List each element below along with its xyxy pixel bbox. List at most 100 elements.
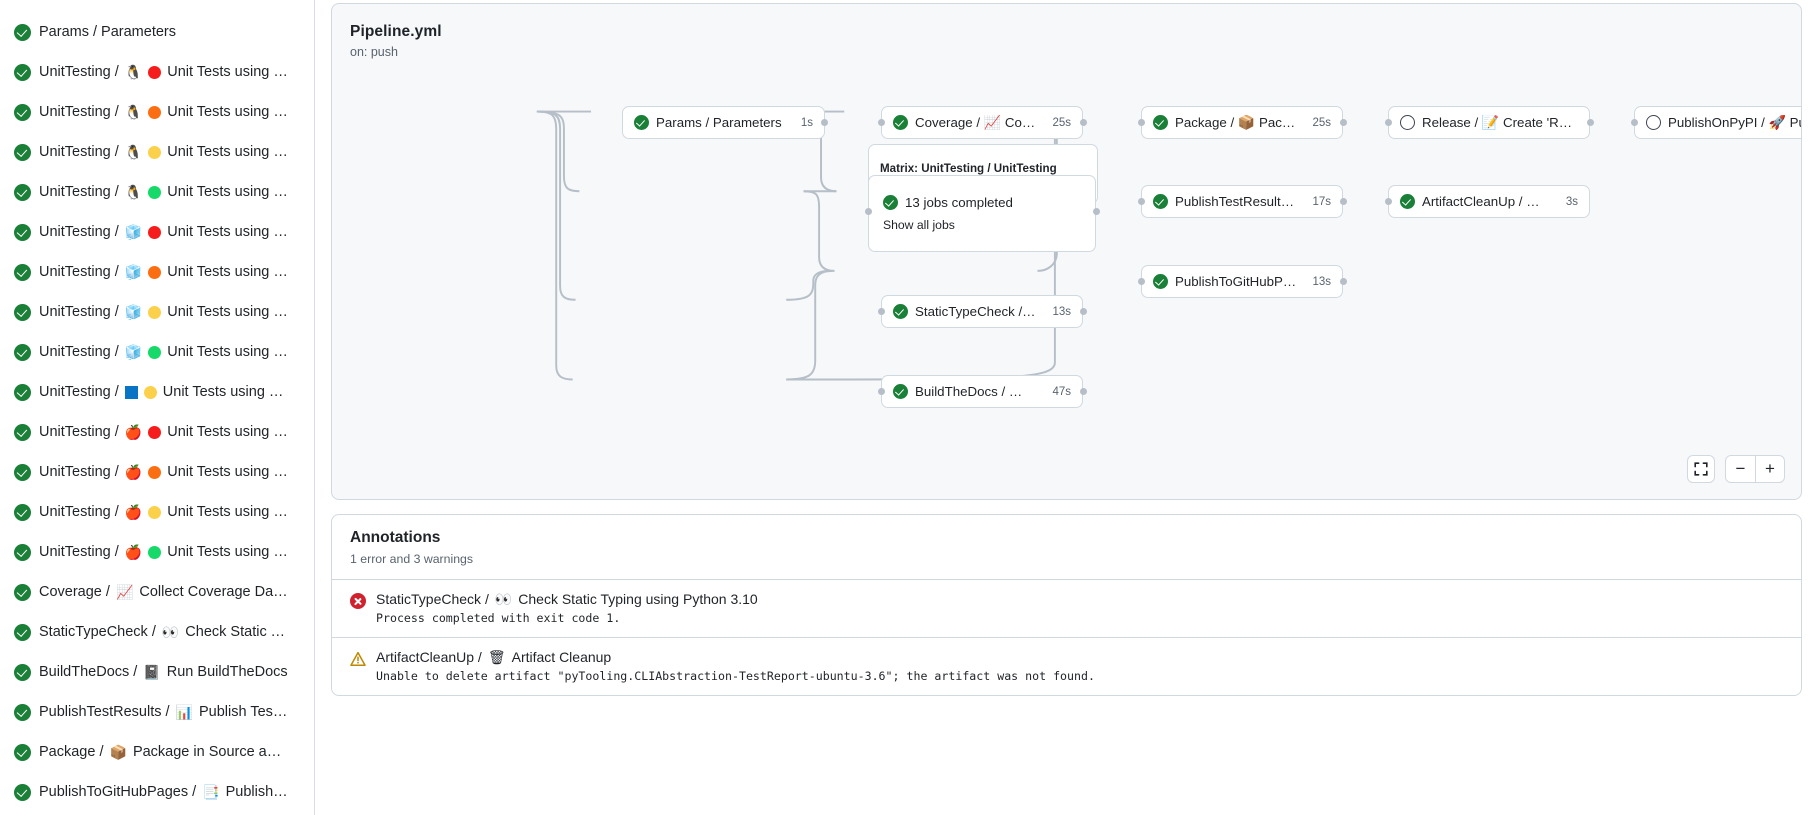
node-publishtestresults-in-pin	[1138, 198, 1145, 205]
platform-icon: 🧊	[124, 264, 143, 280]
sidebar-job-item[interactable]: PublishToGitHubPages / 📑Publish to G...	[4, 772, 310, 812]
python-version-dot-icon	[143, 385, 157, 399]
error-icon	[350, 593, 366, 609]
sidebar-job-name: Run BuildTheDocs	[166, 664, 288, 680]
node-statictypecheck-in-pin	[878, 308, 885, 315]
status-success-icon	[14, 63, 31, 81]
node-statictypecheck[interactable]: StaticTypeCheck / 👀 Chec... 13s	[881, 295, 1083, 328]
sidebar-job-label: UnitTesting / 🍎Unit Tests using Pyth...	[39, 504, 289, 520]
status-success-icon	[634, 115, 649, 130]
fullscreen-button[interactable]	[1687, 455, 1715, 483]
platform-icon: 📊	[175, 704, 193, 720]
sidebar-job-item[interactable]: PublishTestResults / 📊Publish Test Resu.…	[4, 692, 310, 732]
sidebar-job-label: UnitTesting / 🐧Unit Tests using Pyth...	[39, 184, 289, 200]
sidebar-job-item[interactable]: UnitTesting / 🐧Unit Tests using Pyth...	[4, 172, 310, 212]
sidebar-job-item[interactable]: UnitTesting / 🧊Unit Tests using Pyth...	[4, 332, 310, 372]
sidebar-job-label: UnitTesting / 🍎Unit Tests using Pyth...	[39, 424, 289, 440]
python-version-dot-icon	[148, 505, 162, 519]
annotation-row[interactable]: StaticTypeCheck / 👀Check Static Typing u…	[332, 579, 1801, 637]
node-package[interactable]: Package / 📦 Package in So... 25s	[1141, 106, 1343, 139]
node-release[interactable]: Release / 📝 Create 'Release P...	[1388, 106, 1590, 139]
node-coverage[interactable]: Coverage / 📈 Collect Cove... 25s	[881, 106, 1083, 139]
node-label: Release / 📝 Create 'Release P...	[1422, 115, 1578, 130]
platform-icon: 🐧	[124, 104, 143, 120]
sidebar-job-item[interactable]: UnitTesting / 🧊Unit Tests using Pyth...	[4, 212, 310, 252]
node-artifactcleanup[interactable]: ArtifactCleanUp / 🗑 Artifac... 3s	[1388, 185, 1590, 218]
sidebar-job-name: Unit Tests using Pyth...	[167, 344, 289, 360]
matrix-jobs-node[interactable]: 13 jobs completed Show all jobs	[868, 175, 1096, 252]
platform-icon: 📑	[202, 784, 220, 800]
platform-icon: 📈	[115, 584, 134, 600]
annotations-card: Annotations 1 error and 3 warnings Stati…	[331, 514, 1802, 696]
sidebar-job-item[interactable]: UnitTesting / 🍎Unit Tests using Pyth...	[4, 452, 310, 492]
sidebar-job-label: UnitTesting / 🐧Unit Tests using Pyth...	[39, 104, 289, 120]
sidebar-job-item[interactable]: Params / Parameters	[4, 12, 310, 52]
python-version-dot-icon	[148, 425, 162, 439]
status-success-icon	[14, 463, 31, 481]
annotation-job-icon: 🗑	[487, 649, 506, 665]
status-success-icon	[1153, 274, 1168, 289]
matrix-input-pin	[865, 208, 872, 215]
platform-icon: 🍎	[124, 544, 143, 560]
annotation-message: Process completed with exit code 1.	[376, 611, 621, 625]
platform-icon	[124, 385, 138, 399]
status-pending-icon	[1646, 115, 1661, 130]
sidebar-job-item[interactable]: UnitTesting / 🍎Unit Tests using Pyth...	[4, 412, 310, 452]
node-publishtestresults-out-pin	[1340, 198, 1347, 205]
sidebar-job-item[interactable]: UnitTesting / 🐧Unit Tests using Pyth...	[4, 52, 310, 92]
fullscreen-icon	[1694, 462, 1708, 476]
node-publishonpypi[interactable]: PublishOnPyPI / 🚀 Publish to ...	[1634, 106, 1801, 139]
node-package-out-pin	[1340, 119, 1347, 126]
show-all-jobs-link[interactable]: Show all jobs	[883, 218, 955, 232]
node-duration: 47s	[1052, 385, 1071, 398]
sidebar-job-item[interactable]: StaticTypeCheck / 👀Check Static Typing..…	[4, 612, 310, 652]
platform-icon: 🐧	[124, 184, 143, 200]
status-success-icon	[14, 663, 31, 681]
sidebar-job-label: UnitTesting / 🧊Unit Tests using Pyth...	[39, 304, 289, 320]
sidebar-job-item[interactable]: UnitTesting / Unit Tests using Pyth...	[4, 372, 310, 412]
platform-icon: 📦	[109, 744, 127, 760]
node-params[interactable]: Params / Parameters 1s	[622, 106, 825, 139]
node-publishtogithubpages[interactable]: PublishToGitHubPages / 📑 P... 13s	[1141, 265, 1343, 298]
sidebar-job-name: Unit Tests using Pyth...	[167, 464, 289, 480]
sidebar-job-item[interactable]: UnitTesting / 🐧Unit Tests using Pyth...	[4, 92, 310, 132]
status-success-icon	[14, 143, 31, 161]
platform-icon: 🧊	[124, 224, 143, 240]
sidebar-job-item[interactable]: BuildTheDocs / 📓Run BuildTheDocs	[4, 652, 310, 692]
annotations-header: Annotations 1 error and 3 warnings	[332, 515, 1801, 579]
sidebar-job-name: Unit Tests using Pyth...	[162, 384, 289, 400]
status-success-icon	[14, 503, 31, 521]
sidebar-job-item[interactable]: UnitTesting / 🍎Unit Tests using Pyth...	[4, 492, 310, 532]
zoom-out-button[interactable]: −	[1735, 459, 1746, 478]
sidebar-job-label: UnitTesting / 🍎Unit Tests using Pyth...	[39, 544, 289, 560]
sidebar-job-item[interactable]: UnitTesting / 🍎Unit Tests using Pyth...	[4, 532, 310, 572]
sidebar-job-item[interactable]: Package / 📦Package in Source and Wh...	[4, 732, 310, 772]
sidebar-job-name: Unit Tests using Pyth...	[167, 224, 289, 240]
sidebar-job-item[interactable]: UnitTesting / 🐧Unit Tests using Pyth...	[4, 132, 310, 172]
status-success-icon	[893, 115, 908, 130]
node-buildthedocs[interactable]: BuildTheDocs / 📓 Run Buil... 47s	[881, 375, 1083, 408]
node-duration: 1s	[800, 116, 813, 129]
platform-icon: 🐧	[124, 64, 143, 80]
node-duration: 25s	[1052, 116, 1071, 129]
zoom-in-button[interactable]: +	[1755, 456, 1784, 482]
sidebar-job-item[interactable]: UnitTesting / 🧊Unit Tests using Pyth...	[4, 292, 310, 332]
node-label: PublishToGitHubPages / 📑 P...	[1175, 274, 1298, 289]
sidebar-job-item[interactable]: Coverage / 📈Collect Coverage Data usi...	[4, 572, 310, 612]
sidebar-job-item[interactable]: UnitTesting / 🧊Unit Tests using Pyth...	[4, 252, 310, 292]
node-statictypecheck-out-pin	[1080, 308, 1087, 315]
status-success-icon	[14, 543, 31, 561]
status-success-icon	[14, 703, 31, 721]
status-success-icon	[14, 623, 31, 641]
platform-icon: 👀	[161, 624, 180, 640]
annotation-job-icon: 👀	[494, 591, 513, 607]
matrix-jobs-label: 13 jobs completed	[905, 195, 1013, 210]
node-publishtestresults[interactable]: PublishTestResults / 📊 Pu... 17s	[1141, 185, 1343, 218]
node-label: PublishOnPyPI / 🚀 Publish to ...	[1668, 115, 1801, 130]
chart-increasing-icon: 📈	[983, 115, 1002, 130]
matrix-output-pin	[1093, 208, 1100, 215]
node-release-in-pin	[1385, 119, 1392, 126]
sidebar-job-label: UnitTesting / 🧊Unit Tests using Pyth...	[39, 264, 289, 280]
